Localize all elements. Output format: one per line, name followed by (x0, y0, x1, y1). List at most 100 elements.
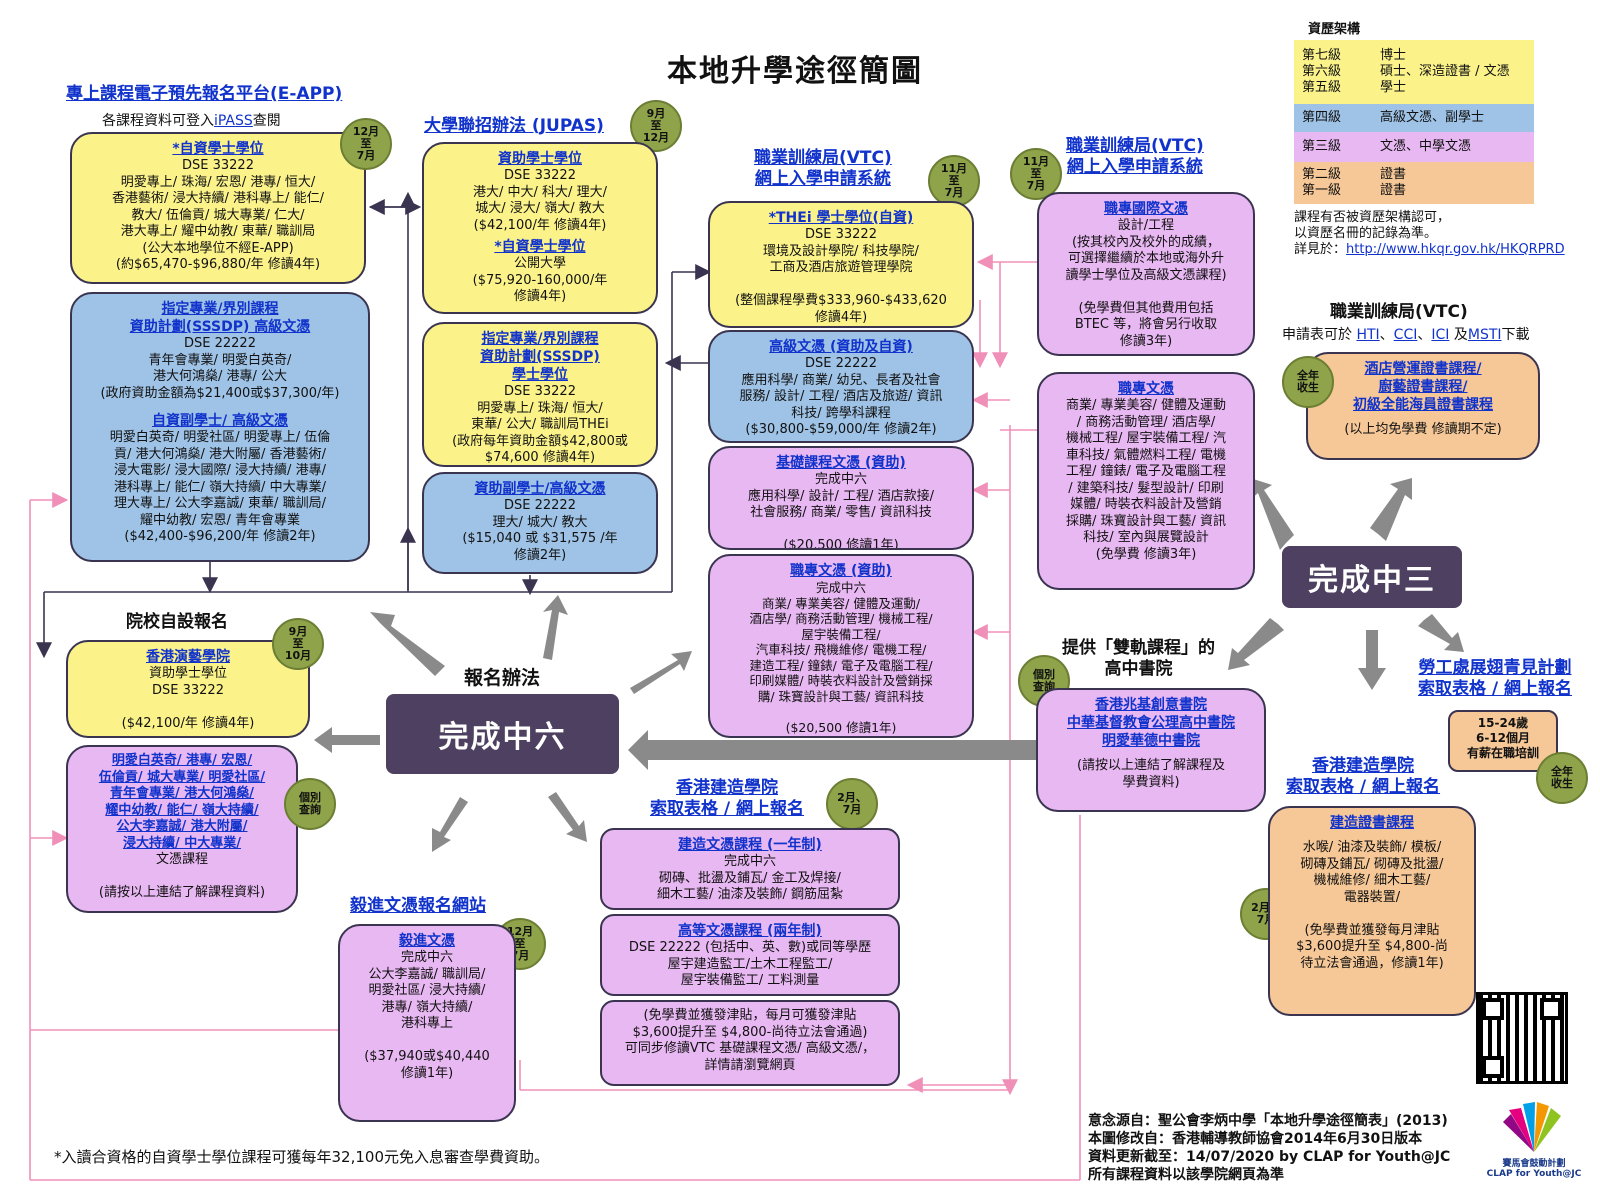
hkapa-period-badge: 9月 至 10月 (272, 618, 324, 670)
funded-ad-hd-link[interactable]: 資助副學士/高級文憑 (474, 481, 606, 497)
hkapa-box: 香港演藝學院 資助學士學位 DSE 33222 ($42,100/年 修讀4年) (66, 640, 310, 738)
box-body: DSE 22222 應用科學/ 商業/ 幼兒、長者及社會 服務/ 設計/ 工程/… (739, 356, 943, 437)
box-body: 資助學士學位 DSE 33222 ($42,100/年 修讀4年) (121, 666, 255, 731)
ici-link[interactable]: ICI (1431, 327, 1450, 343)
hub-complete-f3: 完成中三 (1282, 546, 1462, 608)
box-body: 商業/ 專業美容/ 健體及運動 / 商務活動管理/ 酒店學/ 機械工程/ 屋宇裝… (1065, 398, 1227, 562)
legend-quals: 高級文憑、副學士 (1380, 110, 1485, 125)
box-body: (免學費並獲發津貼，每月可獲發津貼 $3,600提升至 $4,800-尚待立法會… (624, 1008, 876, 1073)
box-body: DSE 22222 (包括中、英、數)或同等學歷 屋宇建造監工/土木工程監工/ … (628, 940, 872, 988)
box-body: DSE 33222 明愛專上/ 珠海/ 宏恩/ 港專/ 恒大/ 香港藝術/ 浸大… (112, 158, 324, 272)
individual-enquiry-badge: 個別 查詢 (284, 778, 336, 830)
intl-diploma-link[interactable]: 職專國際文憑 (1104, 201, 1188, 217)
ipass-link[interactable]: iPASS (214, 113, 253, 129)
credit-line: 本圖修改自：香港輔導教師協會2014年6月30日版本 (1088, 1131, 1423, 1147)
credit-line: 資料更新截至：14/07/2020 by CLAP for Youth@JC (1088, 1149, 1451, 1165)
vtc-intl-diploma-box: 職專國際文憑 設計/工程 (按其校內及校外的成績， 可選擇繼續於本地或海外升 讀… (1037, 192, 1255, 356)
credit-line: 所有課程資料以該學院網頁為準 (1088, 1167, 1284, 1183)
eapp-self-financed-degree-box: *自資學士學位 DSE 33222 明愛專上/ 珠海/ 宏恩/ 港專/ 恒大/ … (70, 132, 366, 284)
foundation-diploma-box: 基礎課程文憑 (資助) 完成中六 應用科學/ 設計/ 工程/ 酒店款接/ 社會服… (708, 446, 974, 550)
qr-code (1476, 992, 1568, 1084)
page-title: 本地升學途徑簡圖 (667, 54, 923, 89)
box-body: DSE 33222 港大/ 中大/ 科大/ 理大/ 城大/ 浸大/ 嶺大/ 教大… (473, 168, 607, 233)
legend-levels: 第四級 (1302, 110, 1342, 125)
individual-diploma-box: 明愛白英奇/ 港專/ 宏恩/ 伍倫貢/ 城大專業/ 明愛社區/ 青年會專業/ 港… (66, 745, 298, 913)
self-financed-ad-hd-link[interactable]: 自資副學士/ 高級文憑 (152, 413, 288, 429)
labour-badge: 全年 收生 (1536, 752, 1588, 804)
vtc-f6-title[interactable]: 職業訓練局(VTC) 網上入學申請系統 (754, 148, 892, 189)
box-body: DSE 22222 青年會專業/ 明愛白英奇/ 港大何鴻燊/ 港專/ 公大 (政… (100, 336, 340, 401)
hub-complete-f6: 完成中六 (386, 694, 619, 774)
eapp-title[interactable]: 專上課程電子預先報名平台(E-APP) (66, 84, 343, 104)
dual-track-school-links[interactable]: 香港兆基創意書院 中華基督教會公理高中書院 明愛華德中書院 (1067, 697, 1235, 749)
jupas-title[interactable]: 大學聯招辦法 (JUPAS) (424, 116, 604, 136)
vtc-cert-badge: 全年 收生 (1282, 356, 1334, 408)
jupas-ad-hd-box: 資助副學士/高級文憑 DSE 22222 理大/ 城大/ 教大 ($15,040… (422, 472, 658, 574)
credit-line: 意念源自：聖公會李炳中學「本地升學途徑簡表」(2013) (1088, 1113, 1448, 1129)
msti-link[interactable]: MSTI (1467, 327, 1502, 343)
yijin-link[interactable]: 毅進文憑 (399, 933, 455, 949)
self-financed-degree-link[interactable]: *自資學士學位 (494, 239, 586, 255)
funded-degree-link[interactable]: 資助學士學位 (498, 151, 582, 167)
clap-logo-icon (1503, 1102, 1561, 1152)
vtc-diploma-link[interactable]: 職專文憑 (1118, 381, 1174, 397)
box-body: 完成中六 砌磚、批盪及鋪瓦/ 金工及焊接/ 細木工藝/ 油漆及裝飾/ 鋼筋屈紮 (656, 854, 844, 902)
dark-connectors (36, 191, 712, 659)
eapp-note-text: 各課程資料可登入 (102, 113, 214, 129)
thei-degree-box: *THEi 學士學位(自資) DSE 33222 環境及設計學院/ 科技學院/ … (708, 201, 974, 328)
vtc-diploma-link[interactable]: 職專文憑 (資助) (790, 563, 892, 579)
cic-diploma-box: 建造文憑課程 (一年制) 完成中六 砌磚、批盪及鋪瓦/ 金工及焊接/ 細木工藝/… (600, 828, 900, 910)
hkapa-link[interactable]: 香港演藝學院 (146, 649, 230, 665)
sssdp-hd-link[interactable]: 指定專業/界別課程 資助計劃(SSSDP) 高級文憑 (129, 301, 311, 335)
cic-cert-box: 建造證書課程 水喉/ 油漆及裝飾/ 模板/ 砌磚及鋪瓦/ 砌磚及批盪/ 機械維修… (1268, 806, 1476, 1016)
box-body: 完成中六 應用科學/ 設計/ 工程/ 酒店款接/ 社會服務/ 商業/ 零售/ 資… (748, 472, 934, 550)
cic-higher-diploma-link[interactable]: 高等文憑課程 (兩年制) (678, 923, 822, 939)
box-body: 完成中六 商業/ 專業美容/ 健體及運動/ 酒店學/ 商務活動管理/ 機械工程/… (749, 580, 933, 735)
sssdp-degree-link[interactable]: 指定專業/界別課程 資助計劃(SSSDP) 學士學位 (480, 331, 600, 383)
thei-degree-link[interactable]: *THEi 學士學位(自資) (768, 210, 914, 226)
yijin-title[interactable]: 毅進文憑報名網站 (350, 896, 486, 916)
cic-higher-diploma-box: 高等文憑課程 (兩年制) DSE 22222 (包括中、英、數)或同等學歷 屋宇… (600, 914, 900, 996)
legend: 資歷架構 (1294, 18, 1539, 268)
box-body: DSE 33222 明愛專上/ 珠海/ 恒大/ 東華/ 公大/ 職訓局THEi … (452, 384, 628, 465)
dual-track-label: 提供「雙軌課程」的 高中書院 (1062, 638, 1215, 679)
eapp-note: 各課程資料可登入iPASS查閱 (102, 110, 281, 130)
vtc-hd-box: 高級文憑 (資助及自資) DSE 22222 應用科學/ 商業/ 幼兒、長者及社… (708, 330, 974, 443)
vtc-f6-period-badge: 11月 至 7月 (928, 155, 980, 207)
yijin-box: 毅進文憑 完成中六 公大李嘉誠/ 職訓局/ 明愛社區/ 浸大持續/ 港專/ 嶺大… (338, 924, 516, 1122)
pink-connectors (29, 254, 1081, 1181)
labour-title[interactable]: 勞工處展翅青見計劃 索取表格 / 網上報名 (1418, 658, 1573, 699)
legend-row-level-4: 第四級 高級文憑、副學士 (1294, 104, 1534, 132)
box-body: (以上均免學費 修讀期不定) (1344, 422, 1502, 437)
vtc-forms-sub-text: 申請表可於 (1282, 327, 1357, 343)
clap-logo: 賽馬會鼓動計劃 CLAP for Youth@JC (1480, 1100, 1588, 1190)
foundation-diploma-link[interactable]: 基礎課程文憑 (資助) (776, 455, 906, 471)
eapp-sssdp-hd-box: 指定專業/界別課程 資助計劃(SSSDP) 高級文憑 DSE 22222 青年會… (70, 292, 370, 562)
cic-f6-title[interactable]: 香港建造學院 索取表格 / 網上報名 (650, 778, 805, 819)
vtc-cert-box: 酒店營運證書課程/ 廚藝證書課程/ 初級全能海員證書課程 (以上均免學費 修讀期… (1306, 352, 1540, 460)
vtc-cert-links[interactable]: 酒店營運證書課程/ 廚藝證書課程/ 初級全能海員證書課程 (1353, 361, 1493, 413)
legend-levels: 第三級 (1302, 139, 1342, 154)
vtc-forms-sub-end: 下載 (1501, 327, 1530, 343)
vtc-hd-link[interactable]: 高級文憑 (資助及自資) (769, 339, 913, 355)
box-body: 公開大學 ($75,920-160,000/年 修讀4年) (472, 256, 608, 304)
cic-f3-title[interactable]: 香港建造學院 索取表格 / 網上報名 (1286, 756, 1441, 797)
cci-link[interactable]: CCI (1393, 327, 1418, 343)
legend-levels: 第七級 第六級 第五級 (1302, 48, 1342, 95)
vtc-f3-title[interactable]: 職業訓練局(VTC) 網上入學申請系統 (1066, 136, 1204, 177)
vtc-forms-title: 職業訓練局(VTC) (1330, 302, 1468, 322)
cic-cert-link[interactable]: 建造證書課程 (1330, 815, 1414, 831)
clap-logo-text: 賽馬會鼓動計劃 CLAP for Youth@JC (1486, 1159, 1582, 1179)
cic-diploma-link[interactable]: 建造文憑課程 (一年制) (678, 837, 822, 853)
box-body: 文憑課程 (請按以上連結了解課程資料) (98, 852, 266, 900)
institution-links[interactable]: 明愛白英奇/ 港專/ 宏恩/ 伍倫貢/ 城大專業/ 明愛社區/ 青年會專業/ 港… (98, 753, 266, 851)
self-financed-degree-link[interactable]: *自資學士學位 (172, 141, 264, 157)
hkqr-link[interactable]: http://www.hkqr.gov.hk/HKQRPRD (1346, 242, 1565, 257)
legend-note: 課程有否被資歷架構認可， 以資歷名冊的記錄為準。 (1294, 210, 1451, 241)
legend-row-level-1-2: 第二級 第一級 證書 證書 (1294, 162, 1534, 204)
hub-arrows (314, 478, 1464, 852)
hti-link[interactable]: HTI (1356, 327, 1380, 343)
credits: 意念源自：聖公會李炳中學「本地升學途徑簡表」(2013) 本圖修改自：香港輔導教… (1088, 1112, 1450, 1184)
cic-allowance-box: (免學費並獲發津貼，每月可獲發津貼 $3,600提升至 $4,800-尚待立法會… (600, 1000, 900, 1086)
box-body: 完成中六 公大李嘉誠/ 職訓局/ 明愛社區/ 浸大持續/ 港專/ 嶺大持續/ 港… (364, 950, 490, 1081)
